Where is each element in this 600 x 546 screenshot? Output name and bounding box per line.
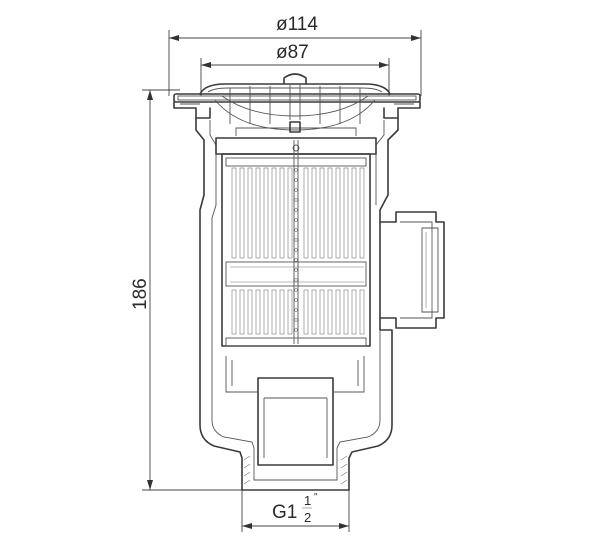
basket-slot <box>255 289 261 335</box>
basket-slot <box>255 167 261 259</box>
height-dimension: 186 <box>130 89 242 491</box>
spine-dot <box>294 258 298 262</box>
basket-slot <box>279 167 285 259</box>
outer-diameter-dimension: ø114 <box>168 14 422 96</box>
basket-slot <box>319 167 325 259</box>
basket-slot <box>335 167 341 259</box>
basket-slot <box>247 167 253 259</box>
basket-slot <box>271 289 277 335</box>
basket-slot <box>287 289 293 335</box>
height-label: 186 <box>130 278 151 310</box>
thread-prefix-label: G1 <box>272 502 297 523</box>
basket-slot <box>239 289 245 335</box>
spine-dot <box>294 248 298 252</box>
spine-dot <box>294 328 298 332</box>
spine-dot <box>294 178 298 182</box>
spine-dot <box>294 308 298 312</box>
basket-slot <box>327 167 333 259</box>
basket-slot <box>231 289 237 335</box>
thread-fraction-denominator: 2 <box>304 510 311 525</box>
thread-fraction-numerator: 1 <box>304 493 311 508</box>
spine-dot <box>294 238 298 242</box>
basket-slot <box>247 289 253 335</box>
thread-dimension: G1 1 2 " <box>241 488 350 532</box>
basket-slot <box>303 289 309 335</box>
outer-diameter-label: ø114 <box>276 14 318 35</box>
center-spine <box>292 140 300 344</box>
spine-dot <box>294 288 298 292</box>
basket-slot <box>359 289 365 335</box>
basket-slot <box>287 167 293 259</box>
side-inlet <box>379 211 445 329</box>
spine-dot <box>294 168 298 172</box>
spine-dot <box>294 228 298 232</box>
spine-dot <box>294 268 298 272</box>
basket-slot <box>263 167 269 259</box>
basket-slot <box>303 167 309 259</box>
spine-dot <box>294 188 298 192</box>
spine-dot <box>294 318 298 322</box>
inner-diameter-dimension: ø87 <box>200 42 390 96</box>
basket-slot <box>351 167 357 259</box>
basket-slot <box>279 289 285 335</box>
thread-inch-mark: " <box>314 492 318 503</box>
housing-body <box>195 117 399 491</box>
spine-dot <box>294 278 298 282</box>
basket-slot <box>311 289 317 335</box>
spine-dot <box>294 198 298 202</box>
basket-slot <box>359 167 365 259</box>
strainer-basket <box>215 121 377 347</box>
basket-slots <box>231 167 365 335</box>
spine-dot <box>294 208 298 212</box>
spine-dot <box>294 298 298 302</box>
basket-slot <box>343 167 349 259</box>
basket-slot <box>335 289 341 335</box>
basket-slot <box>271 167 277 259</box>
basket-slot <box>239 167 245 259</box>
basket-slot <box>343 289 349 335</box>
basket-slot <box>327 289 333 335</box>
basket-slot <box>351 289 357 335</box>
spine-dot <box>294 218 298 222</box>
inner-diameter-label: ø87 <box>276 42 309 63</box>
basket-slot <box>311 167 317 259</box>
basket-slot <box>263 289 269 335</box>
basket-slot <box>319 289 325 335</box>
basket-slot <box>231 167 237 259</box>
top-flange <box>173 73 421 131</box>
